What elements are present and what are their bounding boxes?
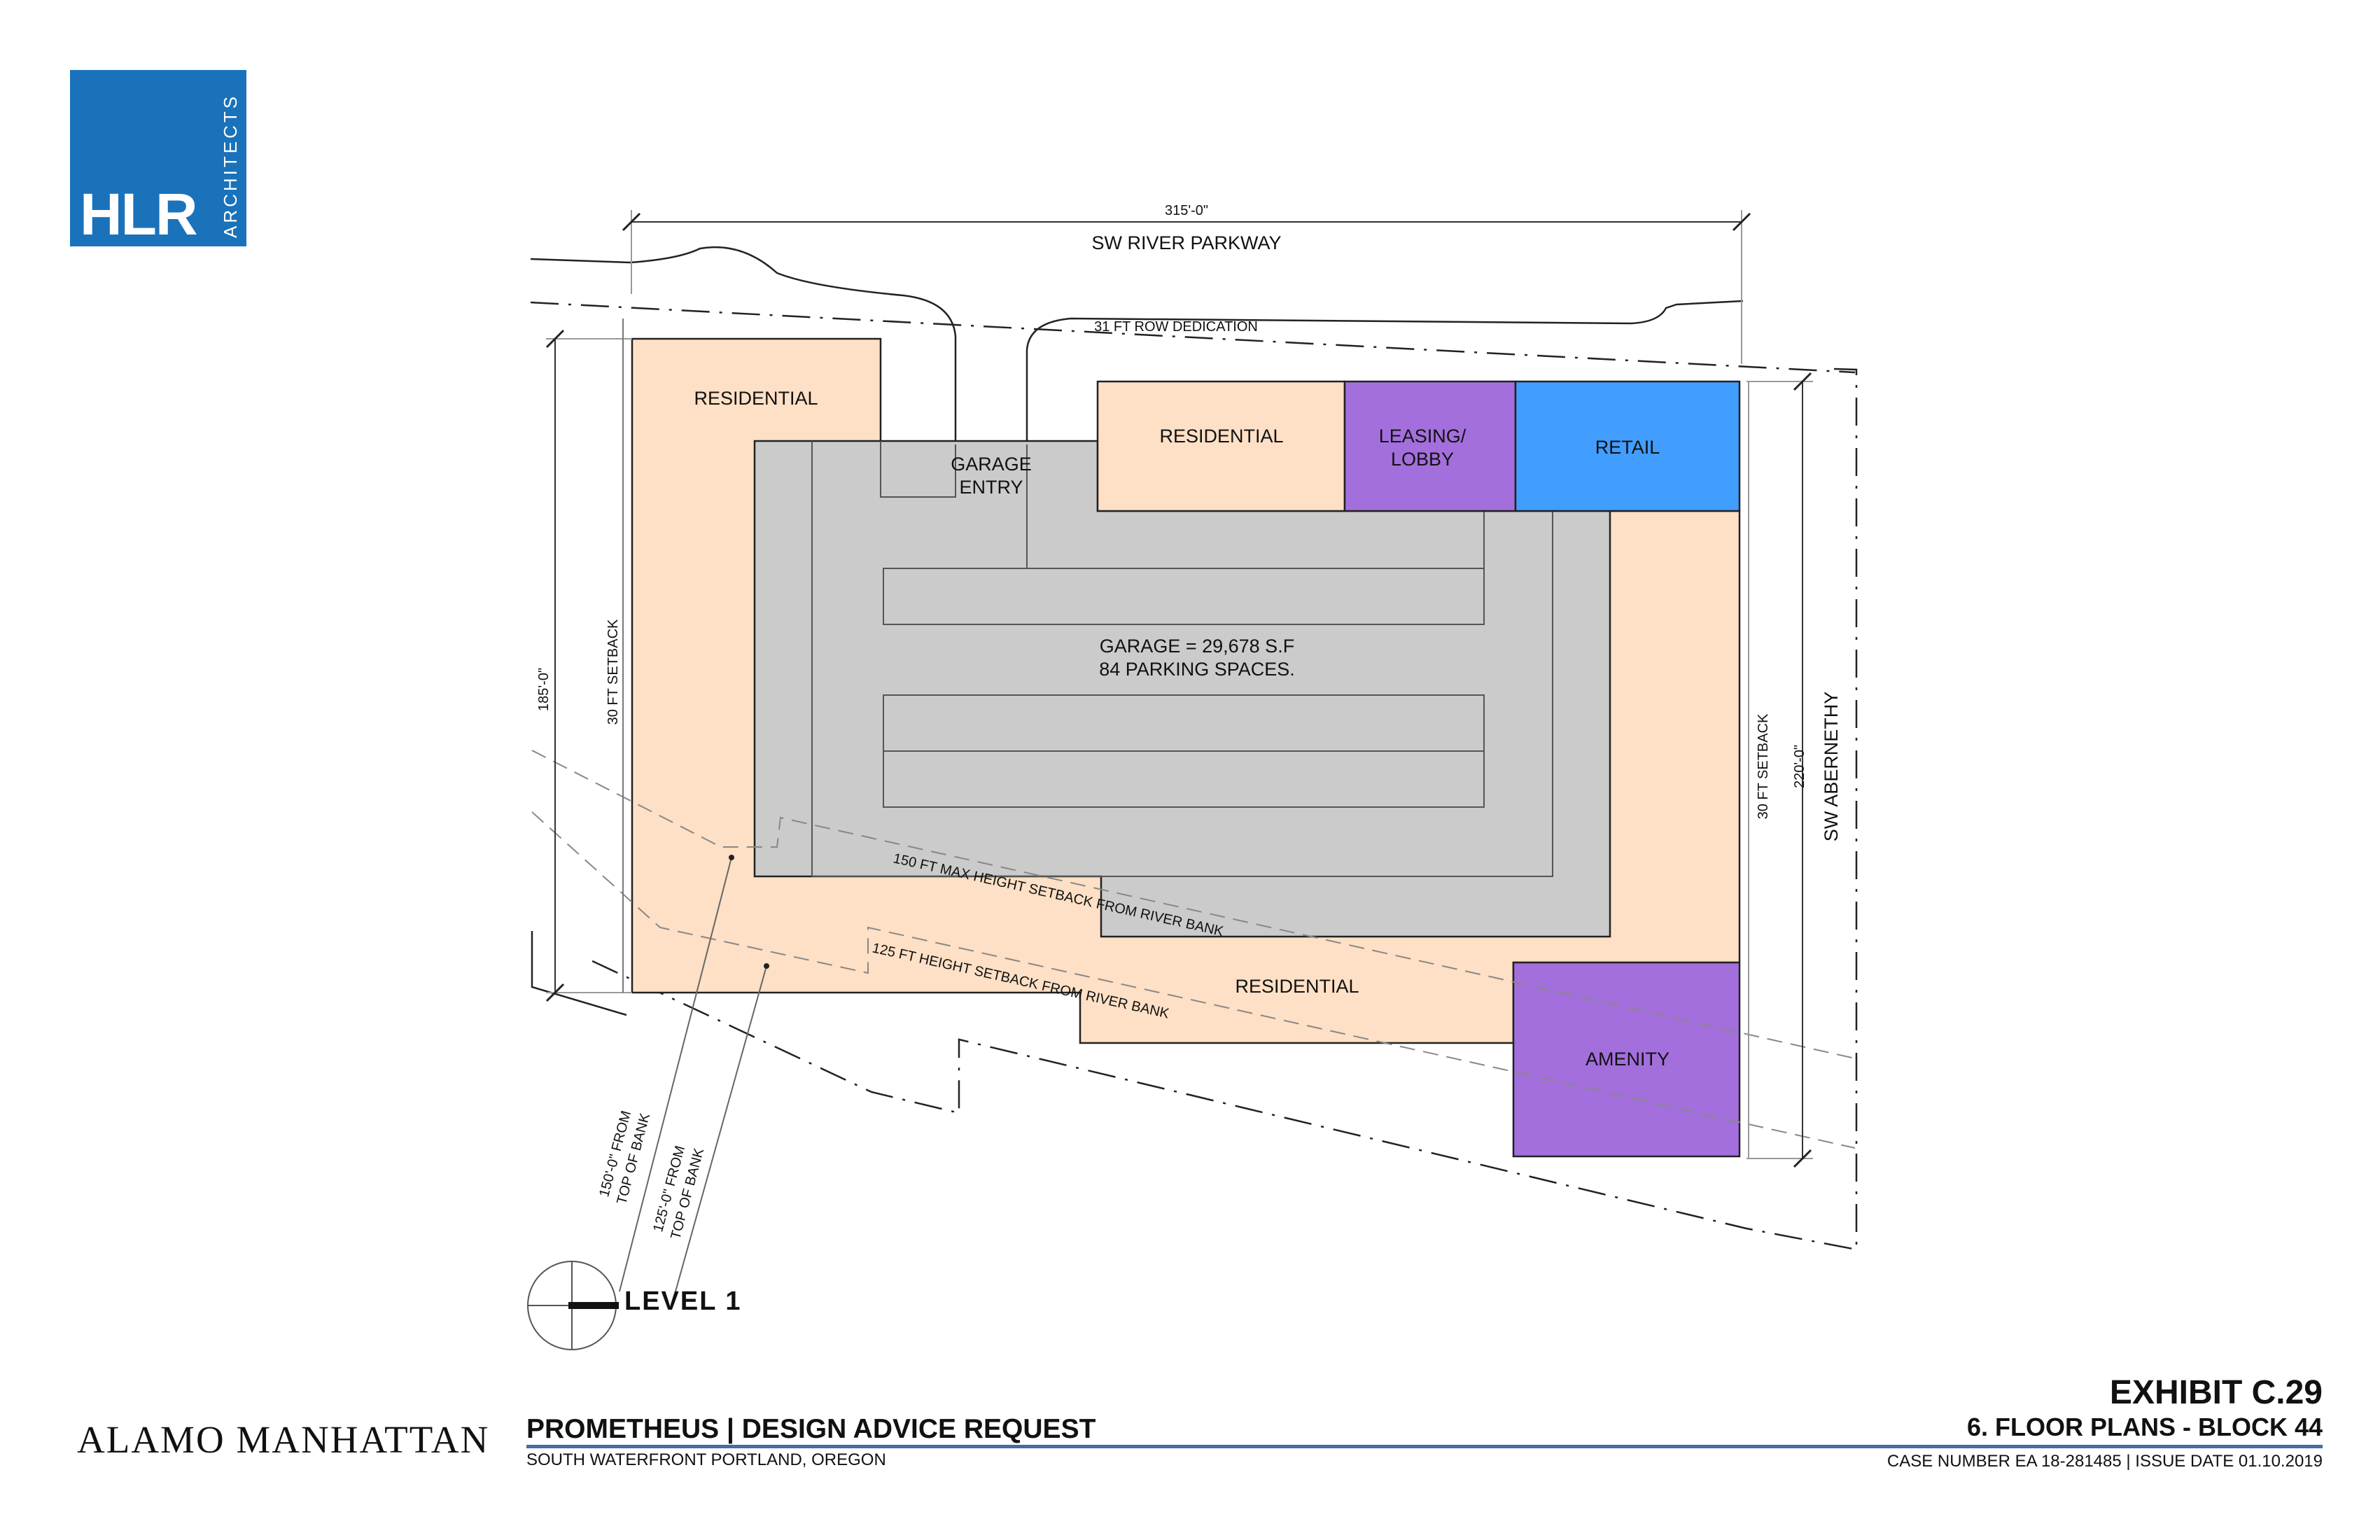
label-garage-area: GARAGE = 29,678 S.F: [1100, 636, 1294, 657]
dim-left-depth: 185'-0": [536, 668, 552, 711]
north-arrow-icon: [527, 1261, 619, 1350]
project-location: SOUTH WATERFRONT PORTLAND, OREGON: [526, 1450, 886, 1469]
label-amenity: AMENITY: [1586, 1049, 1670, 1070]
curb-line: [530, 246, 1744, 444]
setback-right-label: 30 FT SETBACK: [1756, 713, 1771, 819]
logo-mark: HLR: [80, 181, 198, 247]
firm-logo: HLR ARCHITECTS: [70, 70, 246, 247]
project-title: PROMETHEUS | DESIGN ADVICE REQUEST: [526, 1414, 1096, 1444]
sheet-title: 6. FLOOR PLANS - BLOCK 44: [1966, 1413, 2323, 1441]
label-garage-entry-l2: ENTRY: [959, 477, 1023, 498]
label-residential-s: RESIDENTIAL: [1235, 976, 1359, 997]
parking-island-north: [883, 568, 1485, 625]
dim-right-depth: 220'-0": [1792, 745, 1807, 788]
level-label: LEVEL 1: [624, 1287, 742, 1316]
retail-space: [1514, 380, 1741, 512]
bank-leader-125: [675, 965, 767, 1292]
label-retail: RETAIL: [1595, 437, 1660, 458]
row-dedication-label: 31 FT ROW DEDICATION: [1094, 319, 1258, 335]
garage-drive-aisle: [811, 441, 1553, 877]
dim-top-width: 315'-0": [1165, 203, 1208, 218]
property-line-west: [531, 931, 627, 1016]
garage-zone: [753, 440, 1611, 938]
label-garage-entry-l1: GARAGE: [951, 454, 1032, 475]
label-garage-spaces: 84 PARKING SPACES.: [1099, 659, 1295, 680]
setback-left-label: 30 FT SETBACK: [606, 619, 621, 724]
property-line: [587, 368, 1858, 1251]
title-block-rule: [526, 1445, 2323, 1448]
label-leasing-l2: LOBBY: [1391, 449, 1454, 470]
street-east: SW ABERNETHY: [1821, 692, 1842, 842]
client-name: ALAMO MANHATTAN: [77, 1418, 490, 1461]
height-setback-125-line: [531, 811, 1856, 1149]
label-residential-nw: RESIDENTIAL: [694, 388, 818, 409]
garage-entry-ramp: [880, 441, 1485, 568]
leasing-lobby: [1343, 380, 1517, 512]
exhibit-number: EXHIBIT C.29: [2109, 1374, 2323, 1411]
residential-north: [1096, 380, 1346, 512]
amenity-space: [1512, 961, 1741, 1158]
case-issue-line: CASE NUMBER EA 18-281485 | ISSUE DATE 01…: [1886, 1452, 2323, 1471]
street-north: SW RIVER PARKWAY: [1091, 232, 1281, 253]
height-setback-150-line: [531, 750, 1856, 1059]
label-leasing-l1: LEASING/: [1379, 426, 1466, 447]
bank-leader-150: [619, 857, 732, 1292]
row-line: [530, 301, 1856, 374]
label-residential-n: RESIDENTIAL: [1159, 426, 1283, 447]
